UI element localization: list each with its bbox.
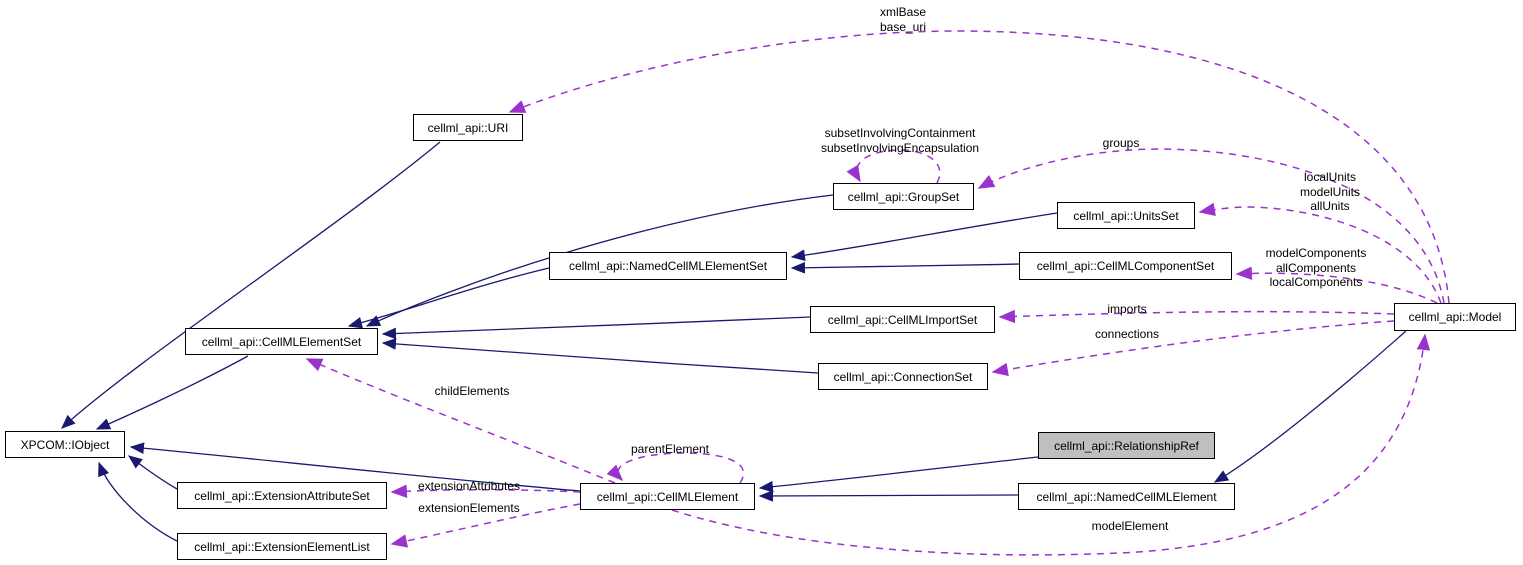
edge-cellmlelement-uses-extattrset — [390, 484, 581, 498]
edge-model-uses-unitsset — [1198, 202, 1442, 304]
node-uri[interactable]: cellml_api::URI — [413, 114, 523, 141]
edge-unitsset-to-namedset — [790, 212, 1058, 262]
edge-model-uses-connectionset — [991, 320, 1395, 377]
edge-model-uses-groupset — [977, 148, 1445, 304]
edge-cellmlelement-uses-elementset — [305, 358, 616, 484]
edge-cellmlelement-to-iobject — [129, 442, 581, 492]
node-label: cellml_api::GroupSet — [847, 189, 960, 204]
node-connectionset[interactable]: cellml_api::ConnectionSet — [818, 363, 988, 390]
edge-namedelement-to-cellmlelement — [758, 490, 1019, 502]
edge-model-to-namedelement — [1213, 330, 1407, 483]
node-cellmlelement[interactable]: cellml_api::CellMLElement — [580, 483, 755, 510]
node-cellmlimportset[interactable]: cellml_api::CellMLImportSet — [810, 306, 995, 333]
node-label: cellml_api::ExtensionElementList — [194, 539, 370, 554]
node-label: cellml_api::CellMLElement — [596, 489, 739, 504]
edge-model-uses-uri — [508, 30, 1450, 304]
node-label: cellml_api::NamedCellMLElementSet — [568, 259, 768, 273]
node-label: XPCOM::IObject — [20, 437, 110, 452]
node-cellmlcomponentset[interactable]: cellml_api::CellMLComponentSet — [1019, 252, 1232, 280]
node-label: cellml_api::RelationshipRef — [1054, 438, 1199, 453]
node-extensionelementlist[interactable]: cellml_api::ExtensionElementList — [177, 533, 387, 560]
node-label: cellml_api::CellMLImportSet — [827, 312, 978, 327]
edge-extelemlist-to-iobject — [98, 461, 178, 542]
node-label: cellml_api::URI — [427, 120, 509, 135]
node-label: cellml_api::ExtensionAttributeSet — [194, 488, 370, 503]
node-unitsset[interactable]: cellml_api::UnitsSet — [1057, 202, 1195, 229]
node-label: cellml_api::Model — [1408, 310, 1502, 324]
edge-namedset-to-elementset — [347, 267, 550, 329]
node-namedcellmlelement[interactable]: cellml_api::NamedCellMLElement — [1018, 483, 1235, 510]
edge-uri-to-iobject — [61, 141, 441, 429]
node-model[interactable]: cellml_api::Model — [1394, 303, 1516, 331]
edge-groupset-self-loop — [846, 149, 941, 184]
edge-cellmlelement-uses-model — [671, 333, 1431, 556]
node-label: cellml_api::CellMLComponentSet — [1036, 259, 1215, 273]
edge-cellmlelement-uses-extelemlist — [390, 503, 581, 548]
node-label: cellml_api::ConnectionSet — [833, 369, 973, 384]
node-cellmlelementset[interactable]: cellml_api::CellMLElementSet — [185, 328, 378, 355]
edge-cellmlelement-self-loop — [606, 452, 745, 484]
edge-importset-to-elementset — [381, 316, 811, 340]
node-relationshipref-current: cellml_api::RelationshipRef — [1038, 432, 1215, 459]
edge-extattrset-to-iobject — [127, 455, 178, 490]
node-label: cellml_api::UnitsSet — [1073, 208, 1179, 223]
edge-model-uses-importset — [998, 309, 1395, 324]
edge-connectionset-to-elementset — [381, 338, 819, 374]
edge-elementset-to-iobject — [95, 355, 249, 430]
node-groupset[interactable]: cellml_api::GroupSet — [833, 183, 974, 210]
edge-componentset-to-namedset — [790, 261, 1020, 274]
node-label: cellml_api::NamedCellMLElement — [1036, 489, 1217, 504]
edge-model-uses-componentset — [1235, 266, 1438, 304]
edge-relationshipref-to-cellmlelement — [758, 456, 1039, 493]
node-label: cellml_api::CellMLElementSet — [201, 334, 362, 349]
node-xpcom-iobject[interactable]: XPCOM::IObject — [5, 431, 125, 458]
node-extensionattributeset[interactable]: cellml_api::ExtensionAttributeSet — [177, 482, 387, 509]
node-namedcellmlelementset[interactable]: cellml_api::NamedCellMLElementSet — [549, 252, 787, 280]
